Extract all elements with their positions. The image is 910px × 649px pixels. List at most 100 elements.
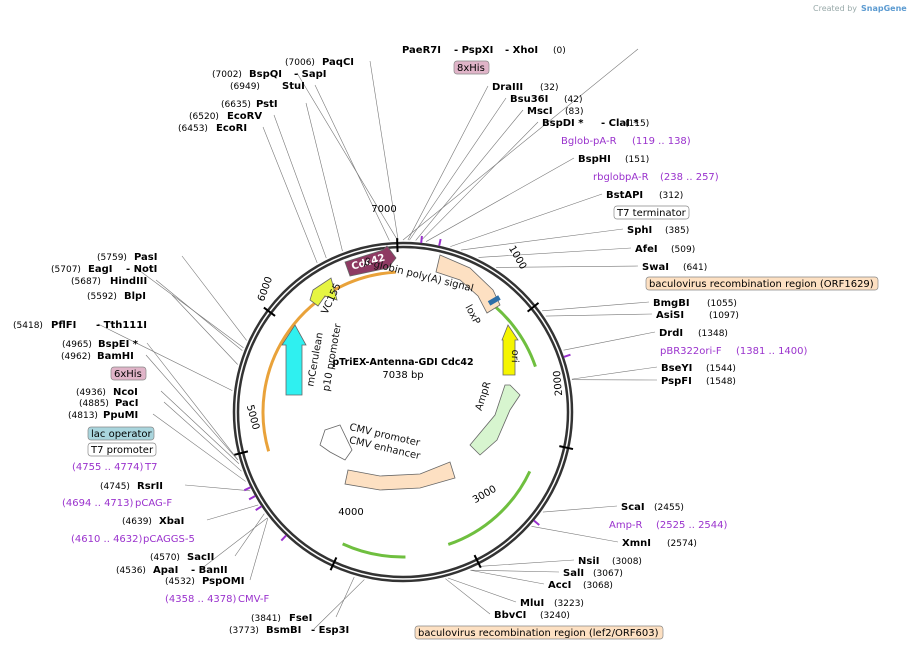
restriction-site: (509)AfeI [635,244,695,255]
restriction-site: (3008)NsiI [578,556,642,567]
site-name: MluI [520,598,544,609]
restriction-site: (4965)BspEI * [62,339,139,350]
primer-range: (4610 .. 4632) [71,534,143,545]
site-position: (3240) [540,611,570,621]
feature-label-ori: ori [509,349,520,362]
tick-label: 2000 [552,370,565,396]
site-position: (4936) [76,388,106,398]
restriction-site: (2574)XmnI [622,538,697,549]
site-name: PasI [134,252,157,263]
restriction-site: (7006)PaqCI [285,57,354,68]
site-name: DraIII [492,82,523,93]
restriction-site: (2455)ScaI [621,502,684,513]
site-name: StuI [282,81,305,92]
site-name: BspQI [249,69,282,80]
site-name: BspDI * [542,118,584,129]
feature-cmv-promoter [319,424,353,461]
feature-box-text: baculovirus recombination region (lef2/O… [418,628,659,639]
site-position: (7002) [212,70,242,80]
leader-line [478,247,632,258]
site-position: (3067) [593,569,623,579]
leader-line [409,97,507,241]
feature-label-ampr: AmpR [474,380,494,412]
site-position: (1097) [709,311,739,321]
leader-line [171,294,238,365]
leader-line [478,559,575,567]
leader-line [369,60,399,241]
feature-box-label: T7 promoter [87,442,157,457]
feature-box [414,625,664,640]
site-name: BbvCI [494,610,526,621]
feature-box [87,426,155,441]
feature-box-text: T7 promoter [90,445,154,456]
feature-box-text: baculovirus recombination region (ORF162… [649,279,874,290]
restriction-site: (385)SphI [627,225,689,236]
site-name: PaqCI [322,57,354,68]
site-position: (0) [553,46,566,56]
tick-label: 4000 [338,507,363,518]
primer-label: pBR322ori-F(1381 .. 1400) [660,346,808,357]
feature-ampr [469,384,521,456]
feature-ori [501,324,519,376]
site-position: (509) [671,245,695,255]
primer-name: pCAG-F [135,498,172,509]
site-name: PflFI [51,320,76,331]
leader-line [155,279,243,351]
restriction-site: (6635)PstI [221,99,278,110]
site-position: (5592) [87,292,117,302]
feature--globin-poly-a-signal [435,254,501,314]
restriction-site: (3240) BbvCI [494,610,570,621]
primer-label: rbglobpA-R(238 .. 257) [593,172,719,183]
site-name: ApaI [153,565,178,576]
primer-range: (119 .. 138) [632,136,691,147]
restriction-site: (5707)EagI- NotI [51,264,157,275]
primer-range: (1381 .. 1400) [736,346,808,357]
site-position: (1055) [707,299,737,309]
site-position: (4813) [68,411,98,421]
site-position: (6949) [230,82,260,92]
site-position: (1544) [706,364,736,374]
tick-label: 5000 [244,404,261,431]
site-position: (3008) [612,557,642,567]
site-name: DrdI [659,328,683,339]
leader-line [415,109,524,241]
primer-label: T7(4755 .. 4774) [72,462,157,473]
site-position: (4536) [116,566,146,576]
restriction-site: (3773)BsmBI- Esp3I [229,625,349,636]
restriction-site: (3841)FseI [251,613,312,624]
restriction-site: (4536)ApaI- BanII [116,565,228,576]
feature-box [613,205,690,220]
restriction-site: (83)MscI [527,106,583,117]
leader-line [531,526,619,543]
site-position: (4962) [61,352,91,362]
backbone-outer-circle [232,241,574,583]
site-name: PacI [115,398,138,409]
leader-line [296,72,398,241]
feature-box-label: lac operator [87,426,155,441]
tick-mark [526,302,540,313]
primer-label: pCAG-F(4694 .. 4713) [62,498,172,509]
feature-label-loxp: loxP [463,303,482,326]
feature-box [453,60,490,75]
tick-mark [329,557,338,571]
site-position: (151) [625,155,649,165]
site-name-isoschizomer: - ClaI * [601,118,639,129]
site-name: XbaI [159,516,184,527]
leader-line [163,401,242,472]
site-name: ScaI [621,502,645,513]
primer-name: pCAGGS-5 [143,534,195,545]
restriction-site: (1097) AsiSI [656,310,739,321]
site-position: (1548) [706,377,736,387]
leader-line [407,85,489,241]
site-name-third: - XhoI [505,45,538,56]
site-name: AsiSI [656,310,684,321]
primer-range: (2525 .. 2544) [656,520,728,531]
tick-label: 7000 [371,204,396,215]
restriction-site: (5759)PasI [97,252,157,263]
site-name: BamHI [97,351,134,362]
site-name: RsrII [137,481,163,492]
restriction-site: (1544)BseYI [661,363,736,374]
restriction-site: (5418)PflFI- Tth111I [13,320,147,331]
